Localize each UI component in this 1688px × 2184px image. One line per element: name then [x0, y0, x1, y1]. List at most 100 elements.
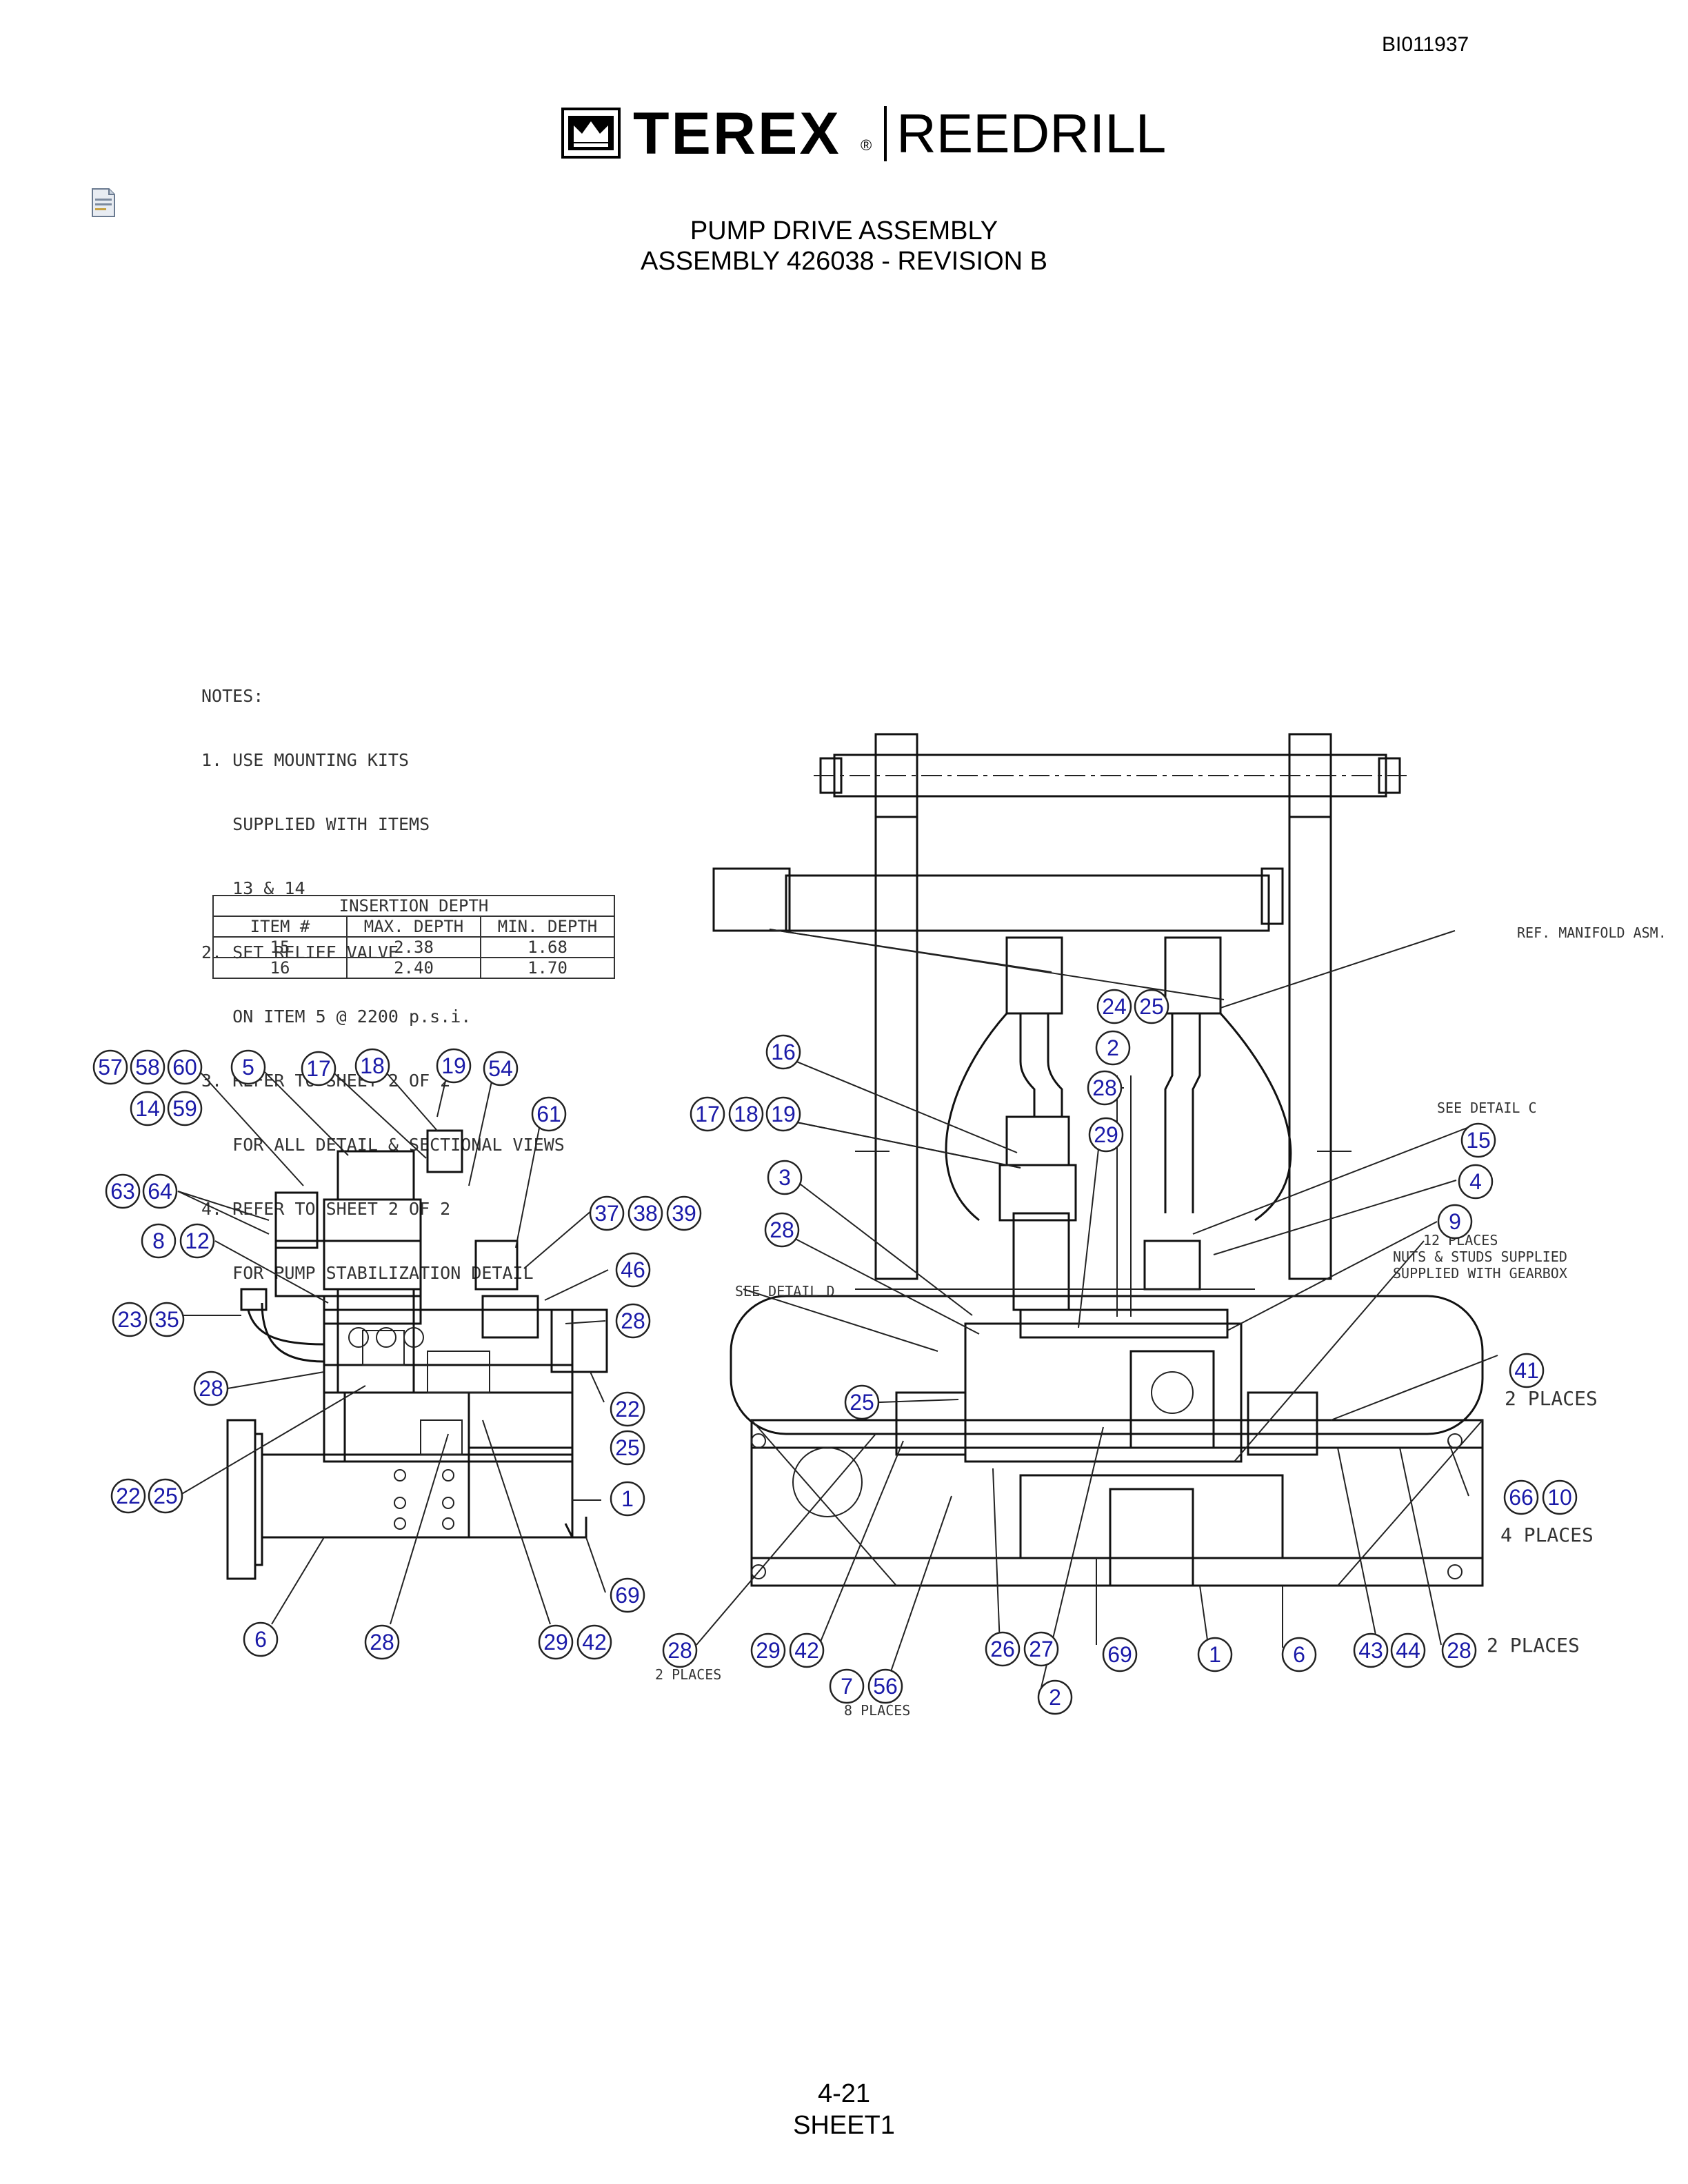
- svg-text:23: 23: [117, 1307, 142, 1332]
- table-header: MAX. DEPTH: [346, 916, 481, 938]
- notes-line: 4. REFER TO SHEET 2 OF 2: [201, 1199, 451, 1219]
- svg-text:29: 29: [1094, 1122, 1118, 1147]
- item-balloon[interactable]: 59: [167, 1091, 203, 1126]
- item-balloon[interactable]: 14: [130, 1091, 165, 1126]
- item-balloon[interactable]: 54: [483, 1051, 519, 1086]
- item-balloon[interactable]: 25: [610, 1430, 645, 1466]
- side-view-geometry: [226, 1129, 608, 1580]
- item-balloon[interactable]: 6: [1281, 1637, 1317, 1672]
- svg-text:14: 14: [135, 1096, 160, 1121]
- terex-crown-icon: [561, 108, 621, 159]
- item-balloon[interactable]: 15: [1460, 1122, 1496, 1158]
- two-places-label: 2 PLACES: [655, 1666, 721, 1683]
- item-balloon[interactable]: 60: [167, 1049, 203, 1085]
- item-balloon[interactable]: 2: [1095, 1030, 1131, 1066]
- item-balloon[interactable]: 35: [149, 1302, 185, 1337]
- item-balloon[interactable]: 17: [301, 1051, 336, 1086]
- item-balloon[interactable]: 28: [1087, 1070, 1123, 1106]
- item-balloon[interactable]: 18: [728, 1096, 764, 1132]
- item-balloon[interactable]: 22: [610, 1391, 645, 1427]
- item-balloon[interactable]: 69: [1102, 1637, 1138, 1672]
- svg-text:44: 44: [1396, 1638, 1420, 1663]
- svg-text:54: 54: [488, 1056, 513, 1081]
- item-balloon[interactable]: 3: [767, 1160, 803, 1195]
- item-balloon[interactable]: 16: [765, 1034, 801, 1070]
- notes-line: FOR PUMP STABILIZATION DETAIL: [201, 1263, 534, 1283]
- svg-text:28: 28: [1447, 1638, 1471, 1663]
- item-balloon[interactable]: 29: [750, 1632, 786, 1668]
- item-balloon[interactable]: 42: [789, 1632, 825, 1668]
- table-header: ITEM #: [212, 916, 348, 938]
- item-balloon[interactable]: 24: [1096, 989, 1132, 1024]
- svg-text:16: 16: [771, 1040, 796, 1064]
- item-balloon[interactable]: 56: [867, 1668, 903, 1704]
- item-balloon[interactable]: 28: [1441, 1632, 1477, 1668]
- item-balloon[interactable]: 41: [1509, 1353, 1545, 1388]
- svg-text:69: 69: [615, 1583, 640, 1608]
- table-row: 16 2.40 1.70: [212, 957, 615, 979]
- svg-text:18: 18: [734, 1102, 758, 1126]
- item-balloon[interactable]: 28: [615, 1303, 651, 1339]
- item-balloon[interactable]: 29: [1088, 1117, 1124, 1153]
- item-balloon[interactable]: 28: [764, 1212, 800, 1248]
- item-balloon[interactable]: 22: [110, 1478, 146, 1514]
- item-balloon[interactable]: 9: [1437, 1204, 1473, 1240]
- item-balloon[interactable]: 64: [142, 1173, 178, 1209]
- item-balloon[interactable]: 39: [666, 1195, 702, 1231]
- svg-text:39: 39: [672, 1201, 696, 1226]
- leader-lines: [177, 929, 1498, 1688]
- item-balloon[interactable]: 61: [531, 1096, 567, 1132]
- item-balloon[interactable]: 25: [844, 1384, 880, 1420]
- svg-text:10: 10: [1547, 1485, 1572, 1510]
- item-balloon[interactable]: 28: [364, 1624, 400, 1660]
- item-balloon[interactable]: 25: [1134, 989, 1169, 1024]
- item-balloon[interactable]: 19: [436, 1048, 472, 1084]
- item-balloon[interactable]: 7: [829, 1668, 865, 1704]
- item-balloon[interactable]: 17: [690, 1096, 725, 1132]
- item-balloon[interactable]: 19: [765, 1096, 801, 1132]
- item-balloon[interactable]: 1: [610, 1481, 645, 1517]
- svg-text:60: 60: [172, 1055, 197, 1080]
- table-cell: 15: [212, 936, 348, 958]
- item-balloon[interactable]: 63: [105, 1173, 141, 1209]
- item-balloon[interactable]: 6: [243, 1621, 279, 1657]
- item-balloon[interactable]: 23: [112, 1302, 148, 1337]
- item-balloon[interactable]: 38: [627, 1195, 663, 1231]
- item-balloon[interactable]: 69: [610, 1577, 645, 1613]
- eight-places-label: 8 PLACES: [844, 1702, 910, 1719]
- svg-text:2: 2: [1107, 1035, 1119, 1060]
- item-balloon[interactable]: 1: [1197, 1637, 1233, 1672]
- item-balloon[interactable]: 5: [230, 1049, 266, 1085]
- item-balloon[interactable]: 28: [193, 1371, 229, 1406]
- item-balloon[interactable]: 43: [1353, 1632, 1389, 1668]
- svg-text:69: 69: [1107, 1642, 1132, 1667]
- item-balloon[interactable]: 8: [141, 1223, 177, 1259]
- document-icon[interactable]: [90, 188, 117, 218]
- svg-text:15: 15: [1466, 1128, 1491, 1153]
- item-balloon[interactable]: 44: [1390, 1632, 1426, 1668]
- table-cell: 2.38: [346, 936, 481, 958]
- item-balloon[interactable]: 2: [1037, 1679, 1073, 1715]
- item-balloon[interactable]: 58: [130, 1049, 165, 1085]
- svg-text:35: 35: [154, 1307, 179, 1332]
- item-balloon[interactable]: 12: [179, 1223, 215, 1259]
- item-balloon[interactable]: 37: [589, 1195, 625, 1231]
- nuts-studs-label: NUTS & STUDS SUPPLIED: [1393, 1248, 1567, 1265]
- item-balloon[interactable]: 66: [1503, 1479, 1539, 1515]
- item-balloon[interactable]: 4: [1458, 1164, 1494, 1200]
- svg-text:1: 1: [621, 1486, 634, 1511]
- svg-text:37: 37: [594, 1201, 619, 1226]
- item-balloon[interactable]: 42: [576, 1624, 612, 1660]
- item-balloon[interactable]: 46: [615, 1252, 651, 1288]
- item-balloon[interactable]: 18: [354, 1048, 390, 1084]
- see-detail-d-label: SEE DETAIL D: [735, 1283, 835, 1300]
- item-balloon[interactable]: 28: [662, 1632, 698, 1668]
- item-balloon[interactable]: 10: [1542, 1479, 1578, 1515]
- item-balloon[interactable]: 26: [985, 1631, 1021, 1667]
- item-balloon[interactable]: 29: [538, 1624, 574, 1660]
- item-balloon[interactable]: 57: [92, 1049, 128, 1085]
- item-balloon[interactable]: 25: [148, 1478, 183, 1514]
- item-balloon[interactable]: 27: [1023, 1631, 1059, 1667]
- svg-text:19: 19: [771, 1102, 796, 1126]
